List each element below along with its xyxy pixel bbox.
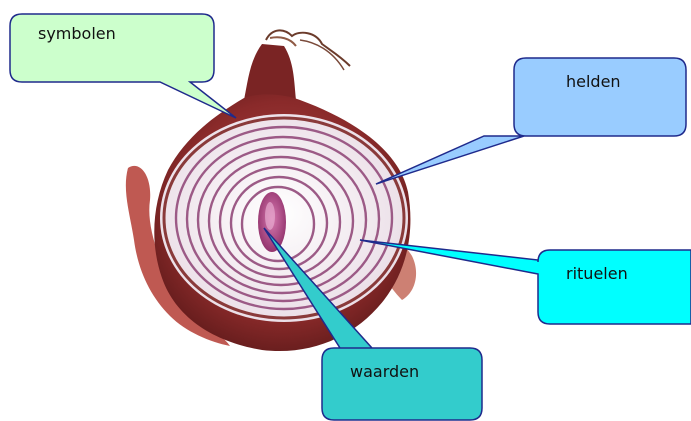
callout-helden (376, 58, 686, 184)
callout-label-waarden: waarden (350, 362, 419, 381)
onion-stem (244, 30, 350, 100)
callout-label-symbolen: symbolen (38, 24, 116, 43)
callout-label-rituelen: rituelen (566, 264, 628, 283)
callout-label-helden: helden (566, 72, 621, 91)
